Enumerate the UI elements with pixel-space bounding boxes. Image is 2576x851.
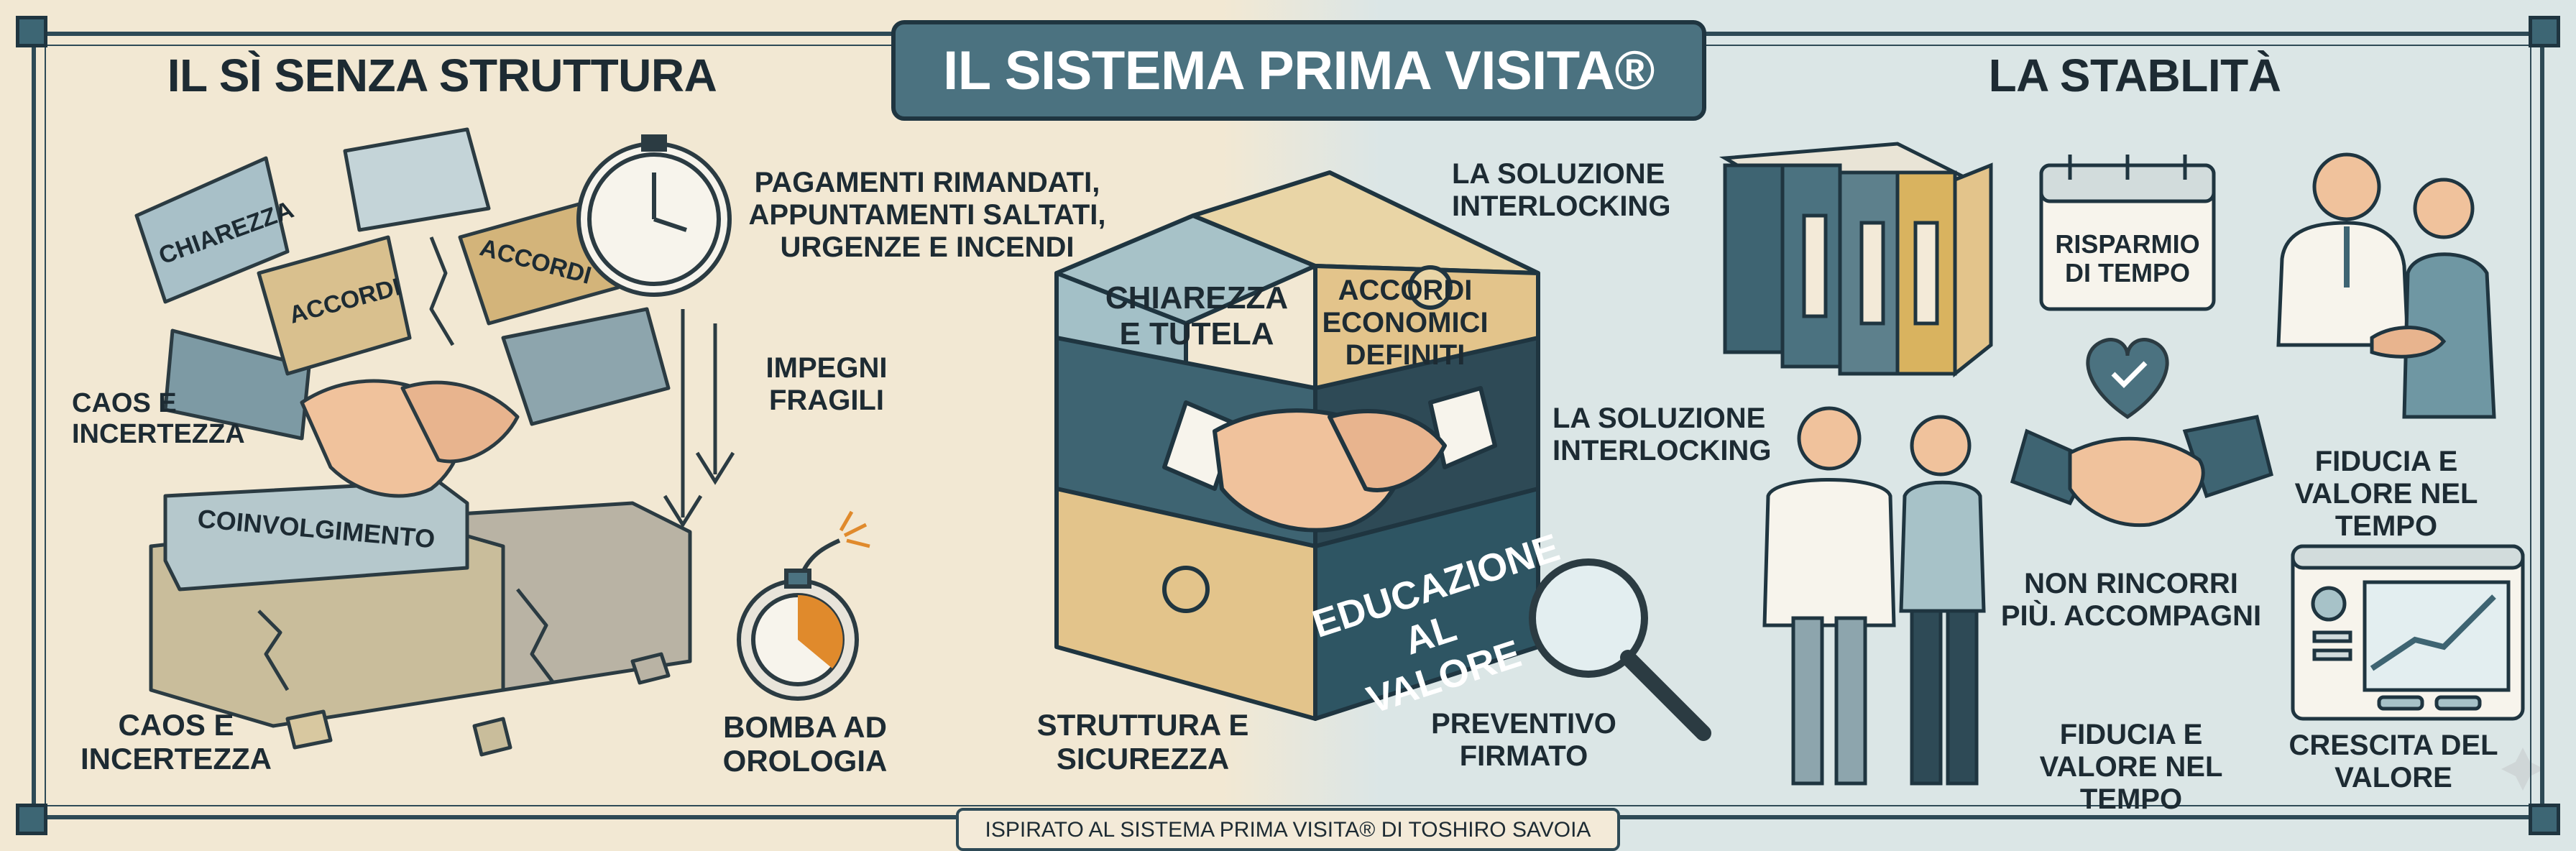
binders-icon xyxy=(1719,142,1993,378)
bomb-caption: BOMBA AD OROLOGIA xyxy=(722,710,888,778)
handshake-icon xyxy=(2010,415,2273,528)
calendar-label: RISPARMIO DI TEMPO xyxy=(2055,229,2200,288)
interlocking-cube-icon xyxy=(1054,170,1540,721)
problems-text: PAGAMENTI RIMANDATI, APPUNTAMENTI SALTAT… xyxy=(748,167,1106,263)
magnifier-icon xyxy=(1529,558,1711,741)
footer-banner xyxy=(956,808,1620,851)
heart-check-icon xyxy=(2086,338,2169,420)
sparkle-icon xyxy=(2501,748,2544,791)
quote-caption: PREVENTIVO FIRMATO xyxy=(1431,708,1616,772)
caption-chaos-bottom: CAOS E INCERTEZZA xyxy=(80,708,272,776)
cube-label-clarity: CHIAREZZA E TUTELA xyxy=(1105,280,1289,351)
growth-caption: CRESCITA DEL VALORE xyxy=(2288,730,2498,794)
fragile-commitments-text: IMPEGNI FRAGILI xyxy=(765,352,888,416)
corner-ornament xyxy=(16,16,47,47)
clock-icon xyxy=(576,134,732,297)
accompany-caption: NON RINCORRI PIÙ. ACCOMPAGNI xyxy=(2000,568,2262,632)
trust-caption-top: FIDUCIA E VALORE NEL TEMPO xyxy=(2294,446,2478,542)
corner-ornament xyxy=(2529,16,2560,47)
broken-blocks-icon xyxy=(134,127,692,757)
right-heading: LA STABLITÀ xyxy=(1988,50,2281,101)
title-banner xyxy=(891,20,1706,121)
inner-frame xyxy=(45,45,2531,806)
couple-icon xyxy=(1762,406,1986,786)
page-title: IL SISTEMA PRIMA VISITA® xyxy=(943,40,1655,101)
doctor-patient-icon xyxy=(2276,152,2496,419)
left-heading: IL SÌ SENZA STRUTTURA xyxy=(167,50,717,101)
interlocking-label-top: LA SOLUZIONE INTERLOCKING xyxy=(1452,158,1671,222)
calendar-icon xyxy=(2039,155,2216,311)
caption-chaos-top: CAOS E INCERTEZZA xyxy=(72,388,245,449)
corner-ornament xyxy=(2529,804,2560,835)
down-arrow-icon xyxy=(663,309,735,528)
footer-credit: ISPIRATO AL SISTEMA PRIMA VISITA® DI TOS… xyxy=(985,818,1591,842)
structure-caption: STRUTTURA E SICUREZZA xyxy=(1036,708,1249,776)
bomb-icon xyxy=(737,510,870,701)
interlocking-label-mid: LA SOLUZIONE INTERLOCKING xyxy=(1552,402,1772,466)
corner-ornament xyxy=(16,804,47,835)
trust-caption-bottom: FIDUCIA E VALORE NEL TEMPO xyxy=(2039,719,2223,815)
cube-label-agreements: ACCORDI ECONOMICI DEFINITI xyxy=(1322,275,1489,371)
chart-screen-icon xyxy=(2291,544,2525,721)
